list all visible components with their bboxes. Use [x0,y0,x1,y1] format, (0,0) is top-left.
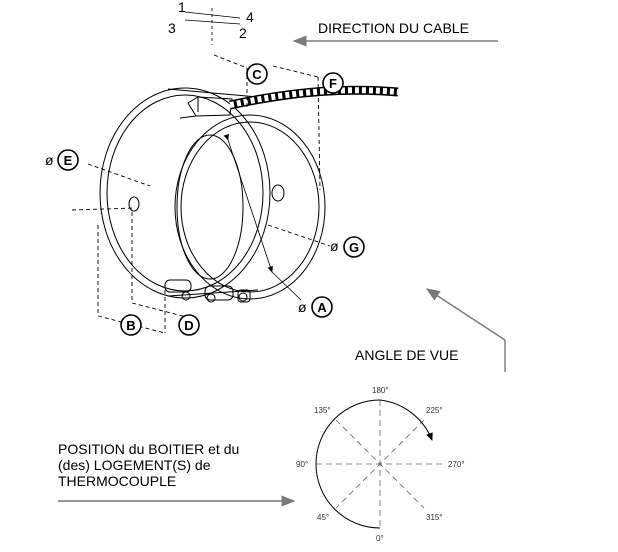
angle-225: 225° [426,406,443,415]
diameter-symbol: ø [330,238,339,254]
angle-180: 180° [372,386,389,395]
axis-label-1: 1 [178,0,186,15]
dim-f-letter: F [329,76,337,91]
dim-e: ø E [45,149,79,171]
axis-label-3: 3 [168,20,176,36]
diameter-symbol: ø [45,152,54,168]
view-angle-label: ANGLE DE VUE [355,347,458,363]
dim-g-letter: G [349,240,359,255]
dim-e-letter: E [64,153,73,168]
heater-band [99,87,326,300]
dim-d: D [178,314,200,336]
dim-a-letter: A [317,300,327,315]
thermocouple-hole [128,196,140,212]
angle-270: 270° [448,460,465,469]
angle-dial: 180° 225° 270° 315° 0° 45° 90° 135° [296,386,465,543]
dim-b-letter: B [126,318,135,333]
dim-a: ø A [298,296,333,318]
angle-0: 0° [376,534,384,543]
angle-45: 45° [317,513,329,522]
braided-cable [229,85,399,110]
view-angle-arrow [425,288,506,341]
dim-f: F [322,72,344,94]
position-label-line3: THERMOCOUPLE [58,473,176,489]
dim-d-letter: D [184,318,193,333]
thermocouple-hole [271,184,285,202]
angle-90: 90° [296,460,308,469]
position-label-line2: (des) LOGEMENT(S) de [58,457,211,473]
dim-c-letter: C [252,67,262,82]
diameter-symbol: ø [298,299,307,315]
dim-c: C [246,63,268,85]
axis-label-4: 4 [246,9,254,25]
dim-b: B [120,314,142,336]
position-label-line1: POSITION du BOITIER et du [58,441,239,457]
clamp-bolts [164,279,251,303]
angle-315: 315° [426,513,443,522]
angle-135: 135° [314,406,331,415]
axis-compass: 1 2 3 4 [168,0,254,45]
cable-direction-label: DIRECTION DU CABLE [318,20,469,36]
axis-label-2: 2 [239,25,247,41]
dim-g: ø G [330,236,365,258]
